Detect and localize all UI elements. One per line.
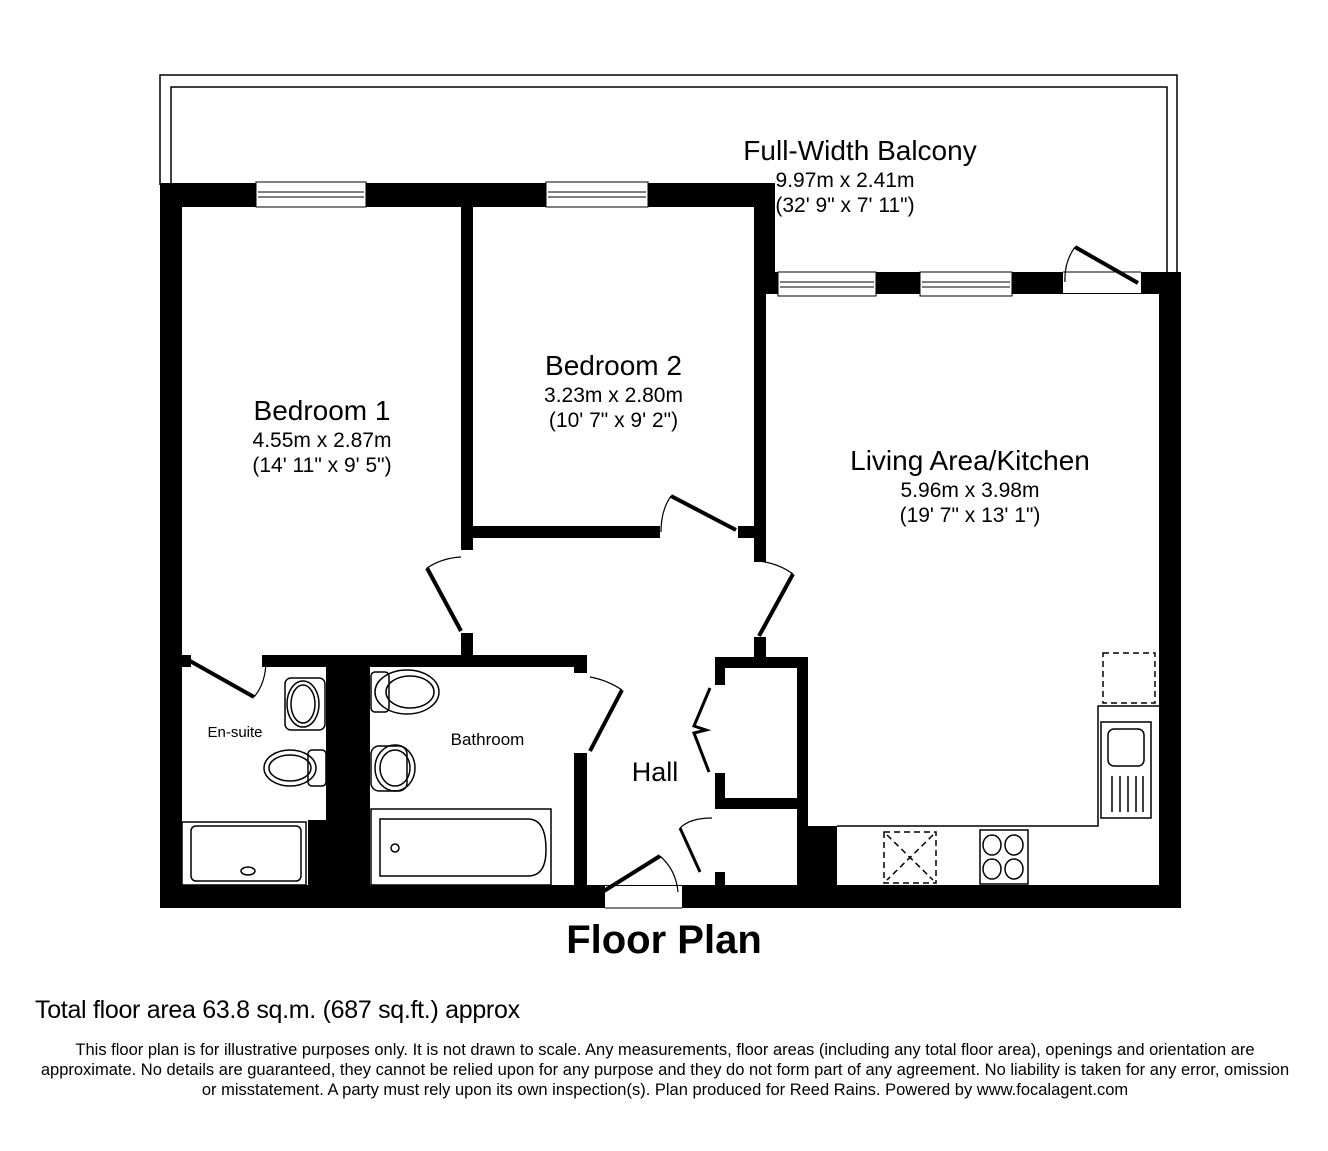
total-floor-area: Total floor area 63.8 sq.m. (687 sq.ft.)… [35,996,520,1024]
room-imperial: (14' 11" x 9' 5") [252,453,392,477]
page-title: Floor Plan [566,918,762,962]
balcony-label: Full-Width Balcony 9.97m x 2.41m (32' 9"… [700,134,1020,218]
balcony-outline [159,74,1178,272]
disclaimer-text: This floor plan is for illustrative purp… [40,1041,1290,1099]
room-metric: 3.23m x 2.80m [544,383,683,407]
doors [189,245,1139,893]
room-name: Bedroom 1 [253,395,391,426]
bedroom1-label: Bedroom 1 4.55m x 2.87m (14' 11" x 9' 5"… [182,394,462,478]
room-imperial: (10' 7" x 9' 2") [548,408,679,432]
fixtures [181,652,1159,886]
walls [160,183,1181,908]
room-name: Living Area/Kitchen [850,445,1090,476]
room-imperial: (32' 9" x 7' 11") [775,193,915,217]
hall-label: Hall [631,757,679,787]
room-metric: 5.96m x 3.98m [900,478,1040,502]
windows [255,181,1141,909]
room-metric: 4.55m x 2.87m [252,428,392,452]
ensuite-label: En-suite [207,724,263,741]
room-imperial: (19' 7" x 13' 1") [899,503,1041,527]
room-name: Full-Width Balcony [743,135,977,166]
living-label: Living Area/Kitchen 5.96m x 3.98m (19' 7… [790,444,1150,528]
bedroom2-label: Bedroom 2 3.23m x 2.80m (10' 7" x 9' 2") [473,349,754,433]
room-metric: 9.97m x 2.41m [775,168,915,192]
room-name: Bedroom 2 [545,350,682,381]
bathroom-label: Bathroom [450,730,525,749]
